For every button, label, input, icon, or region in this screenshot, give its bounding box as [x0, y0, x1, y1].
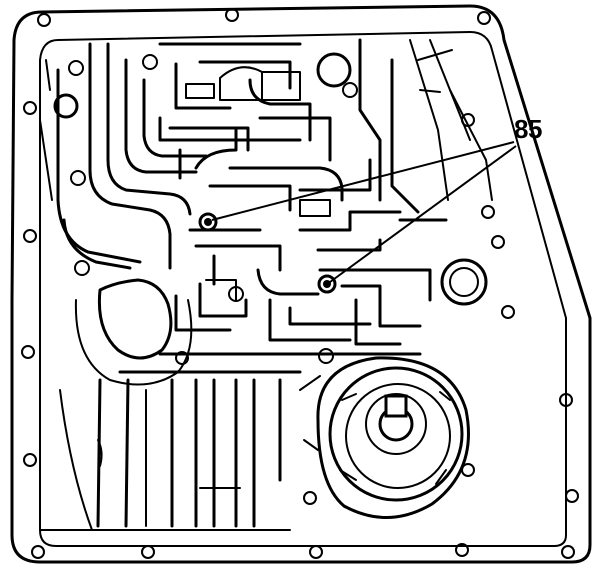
casting-ribs	[39, 39, 493, 201]
gasket-surface	[39, 31, 567, 547]
case-outline	[10, 4, 592, 564]
leader-line-lower	[329, 145, 517, 283]
bore-right	[440, 258, 488, 306]
leader-line-upper	[211, 141, 515, 221]
accumulator-bore	[97, 278, 173, 360]
callout-label: 85	[514, 114, 542, 144]
lower-ribs	[39, 378, 291, 531]
bore-top-left	[53, 93, 79, 119]
bore-top-center	[316, 52, 352, 88]
pump-housing	[299, 356, 470, 519]
valve-body-channels	[56, 38, 448, 374]
